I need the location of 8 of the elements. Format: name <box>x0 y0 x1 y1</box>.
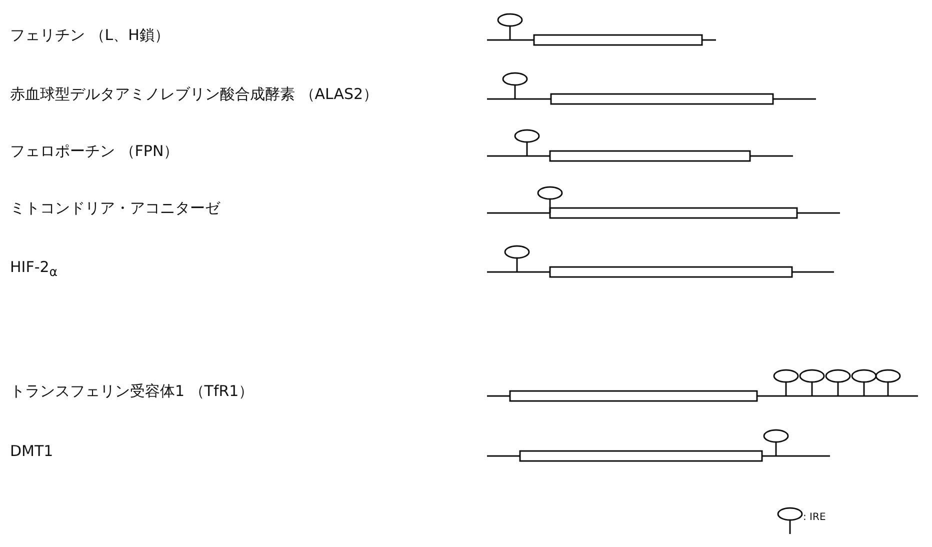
gene-label: DMT1 <box>10 442 54 460</box>
gene-label: HIF-2$_{α}$ <box>10 258 58 281</box>
gene-label: トランスフェリン受容体1 （TfR1） <box>10 382 254 400</box>
gene-label: フェロポーチン （FPN） <box>10 142 179 160</box>
legend-label: : IRE <box>803 512 826 523</box>
gene-label: ミトコンドリア・アコニターゼ <box>10 199 220 217</box>
gene-label: 赤血球型デルタアミノレブリン酸合成酵素 （ALAS2） <box>10 85 378 103</box>
gene-label: フェリチン （L、H鎖） <box>10 26 170 44</box>
